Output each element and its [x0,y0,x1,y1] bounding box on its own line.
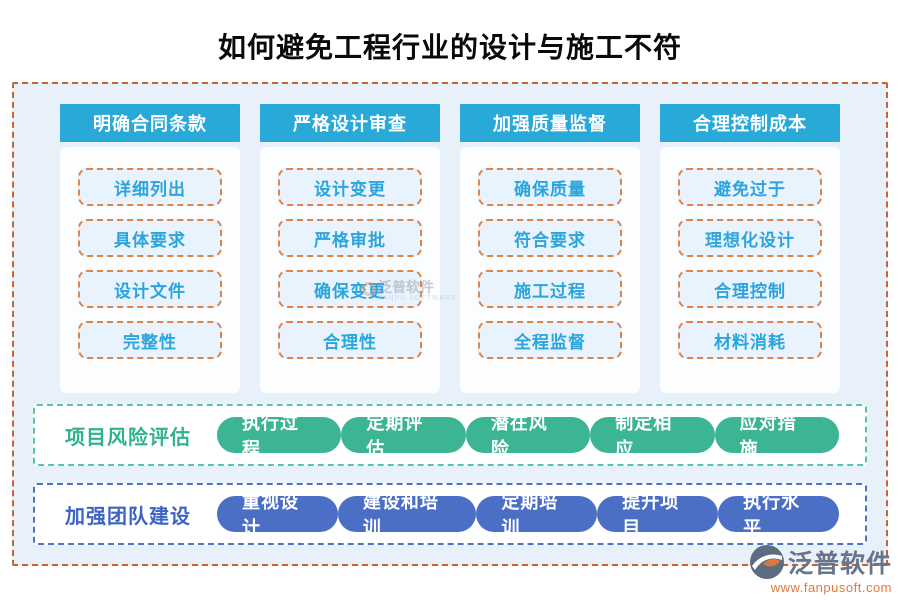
band-pill: 定期培训 [476,492,598,538]
column-item: 设计变更 [278,168,422,206]
column-panel: 确保质量符合要求施工过程全程监督 [460,147,640,393]
fanpu-logo-icon [749,544,785,580]
column-item: 避免过于 [678,168,822,206]
page-title: 如何避免工程行业的设计与施工不符 [217,32,682,63]
band-green: 项目风险评估 执行过程定期评估潜在风险制定相应应对措施 [33,404,867,466]
column-panel: 避免过于理想化设计合理控制材料消耗 [660,147,840,393]
column-header: 合理控制成本 [660,104,840,142]
band-pill: 执行过程 [217,413,342,459]
band-pill: 制定相应 [590,413,715,459]
column-header: 明确合同条款 [60,104,240,142]
column-panel: 设计变更严格审批确保变更合理性 [260,147,440,393]
column: 明确合同条款详细列出具体要求设计文件完整性 [60,104,240,393]
column: 加强质量监督确保质量符合要求施工过程全程监督 [460,104,640,393]
fanpu-logo: 泛普软件 www.fanpusoft.com [749,544,892,595]
column-item: 设计文件 [78,270,222,308]
band-pill: 定期评估 [341,413,466,459]
band-pill: 重视设计 [217,492,338,538]
column-item: 符合要求 [478,219,622,257]
column-item: 具体要求 [78,219,222,257]
fanpu-logo-url: www.fanpusoft.com [770,580,892,595]
column-header: 加强质量监督 [460,104,640,142]
column-item: 严格审批 [278,219,422,257]
fanpu-logo-name: 泛普软件 [787,550,892,578]
band-pill: 应对措施 [714,413,840,459]
column: 严格设计审查设计变更严格审批确保变更合理性 [260,104,440,393]
band-pills: 重视设计建设和培训定期培训提升项目执行水平 [217,492,840,538]
column-item: 合理控制 [678,270,822,308]
band-pill: 潜在风险 [465,413,591,459]
column-item: 理想化设计 [678,219,822,257]
column-item: 详细列出 [78,168,222,206]
band-label: 加强团队建设 [65,505,191,528]
band-blue: 加强团队建设 重视设计建设和培训定期培训提升项目执行水平 [33,483,867,545]
columns: 明确合同条款详细列出具体要求设计文件完整性严格设计审查设计变更严格审批确保变更合… [14,104,886,393]
content-board: 明确合同条款详细列出具体要求设计文件完整性严格设计审查设计变更严格审批确保变更合… [12,82,888,566]
column-item: 确保质量 [478,168,622,206]
column-item: 材料消耗 [678,321,822,359]
column-item: 完整性 [78,321,222,359]
band-pill: 建设和培训 [337,492,477,538]
column-item: 全程监督 [478,321,622,359]
column-item: 确保变更 [278,270,422,308]
column-panel: 详细列出具体要求设计文件完整性 [60,147,240,393]
column-item: 合理性 [278,321,422,359]
band-pills: 执行过程定期评估潜在风险制定相应应对措施 [217,413,840,459]
band-pill: 执行水平 [718,492,840,538]
column-header: 严格设计审查 [260,104,440,142]
column-item: 施工过程 [478,270,622,308]
band-label: 项目风险评估 [65,426,191,449]
band-pill: 提升项目 [597,492,719,538]
column: 合理控制成本避免过于理想化设计合理控制材料消耗 [660,104,840,393]
